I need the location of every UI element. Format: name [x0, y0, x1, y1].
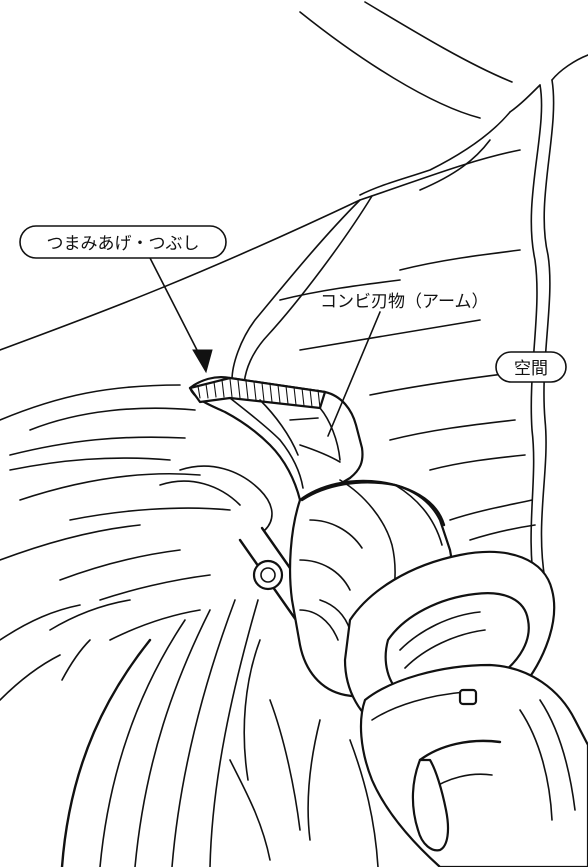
blade-teeth: [197, 378, 321, 409]
lower-rim: [229, 639, 379, 867]
label-pinch-crush: つまみあげ・つぶし: [47, 234, 200, 254]
arrow-head-icon: [192, 349, 213, 374]
callout-combi-blade: コンビ刃物（アーム）: [320, 292, 488, 437]
callout-pinch-crush: つまみあげ・つぶし: [19, 225, 227, 374]
cylinder-body: [359, 663, 588, 867]
tire: [0, 599, 259, 867]
label-combi-blade: コンビ刃物（アーム）: [320, 292, 488, 312]
combi-blade-arm: [188, 376, 364, 502]
vehicle-body: [0, 1, 588, 641]
label-space: 空間: [514, 359, 548, 379]
callout-space: 空間: [495, 351, 567, 383]
